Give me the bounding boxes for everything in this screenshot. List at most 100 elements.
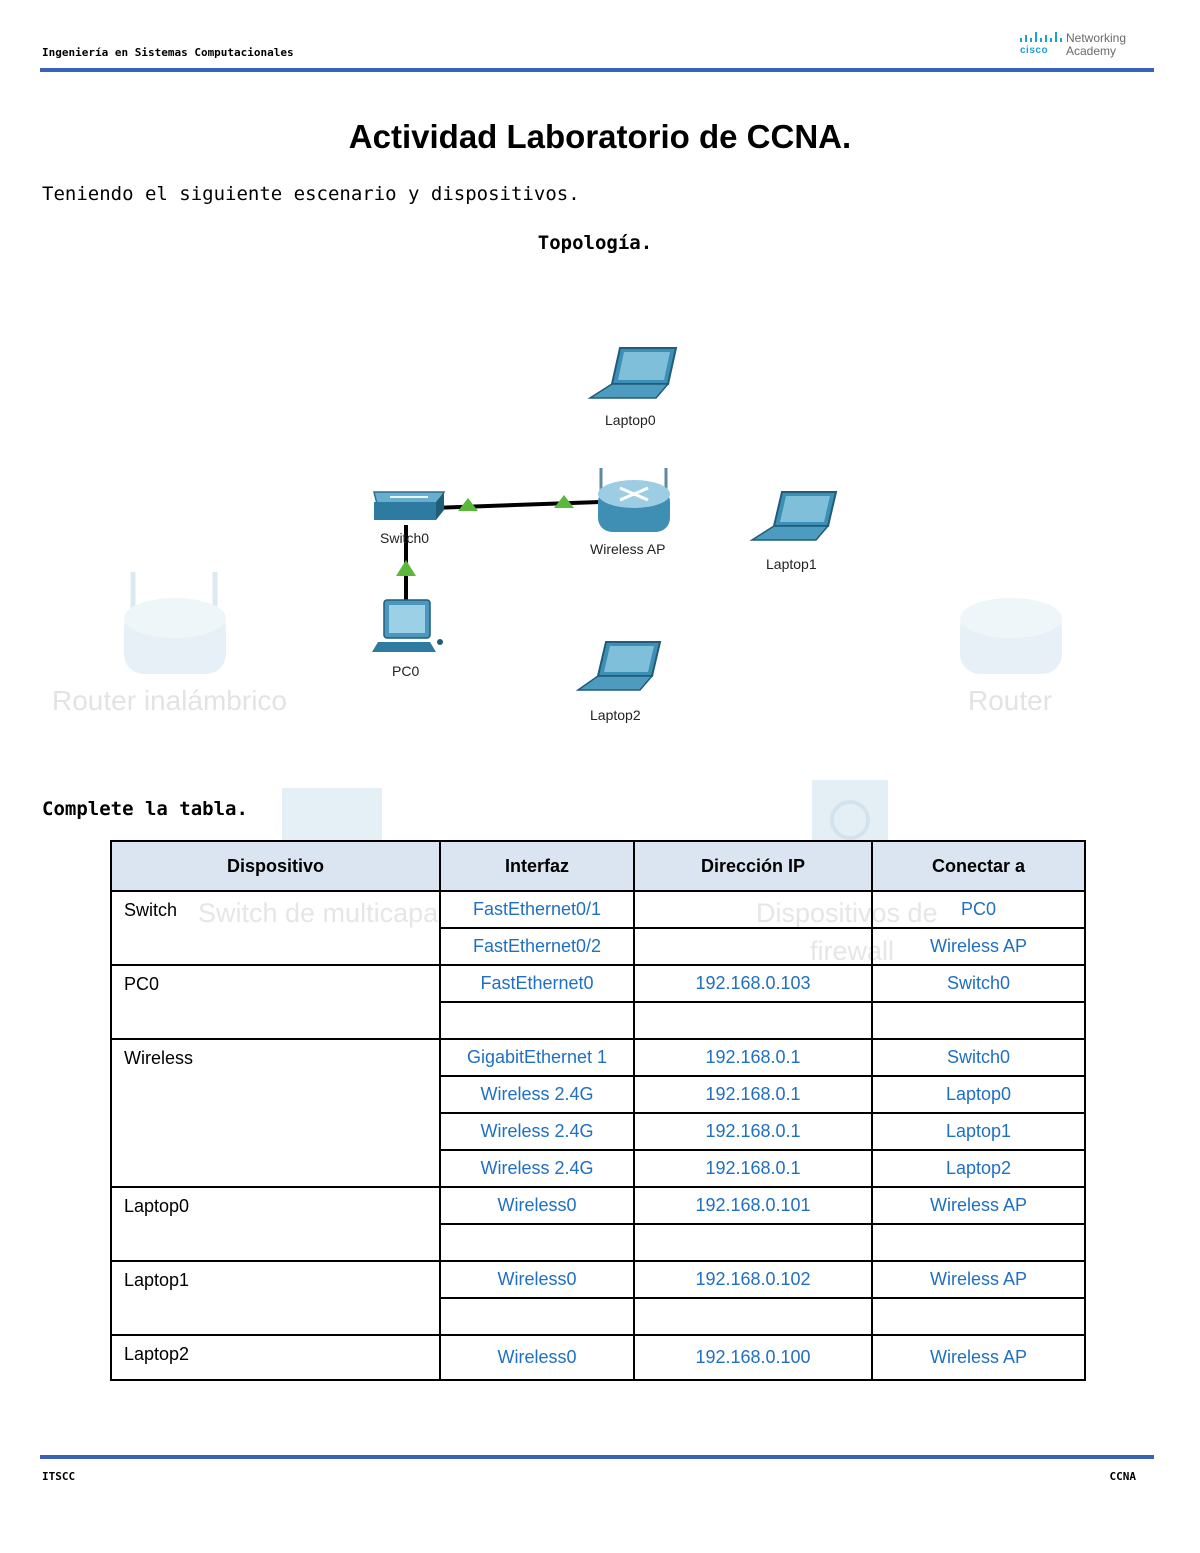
ghost-router-icon (960, 598, 1062, 674)
logo-brand: cisco (1020, 45, 1049, 56)
label-laptop2: Laptop2 (590, 707, 641, 723)
header-rule (40, 68, 1154, 72)
interface-cell: Wireless 2.4G (439, 1075, 635, 1114)
table-row: Wireless 2.4G 192.168.0.1 Laptop0 (111, 1075, 1086, 1114)
table-row: Wireless 2.4G 192.168.0.1 Laptop2 (111, 1149, 1086, 1188)
topology-heading: Topología. (537, 232, 653, 254)
table-row: Wireless 2.4G 192.168.0.1 Laptop1 (111, 1112, 1086, 1151)
connect-cell: Wireless AP (871, 1186, 1086, 1225)
ghost-firewall-icon (812, 780, 888, 840)
interface-cell (439, 1001, 635, 1040)
ghost-label-wireless-router: Router inalámbrico (52, 685, 287, 716)
table-header-row: Dispositivo Interfaz Dirección IP Conect… (110, 840, 1086, 892)
connect-cell (871, 1001, 1086, 1040)
addressing-table: Dispositivo Interfaz Dirección IP Conect… (110, 840, 1086, 1381)
intro-text: Teniendo el siguiente escenario y dispos… (42, 183, 580, 205)
ip-cell: 192.168.0.1 (633, 1112, 873, 1151)
col-header-device: Dispositivo (110, 840, 441, 892)
table-row (111, 1001, 1086, 1040)
ip-cell (633, 890, 873, 929)
connect-cell: Switch0 (871, 964, 1086, 1003)
footer-institution: ITSCC (42, 1470, 76, 1483)
link-status-icon (554, 495, 574, 508)
ip-cell (633, 1297, 873, 1336)
table-row: PC0 FastEthernet0 192.168.0.103 Switch0 (110, 964, 1086, 1040)
interface-cell: Wireless 2.4G (439, 1112, 635, 1151)
ip-cell: 192.168.0.102 (633, 1260, 873, 1299)
col-header-ip: Dirección IP (633, 840, 873, 892)
table-row (111, 1297, 1086, 1336)
connect-cell: Laptop0 (871, 1075, 1086, 1114)
footer-course: CCNA (1109, 1470, 1137, 1483)
cisco-networking-academy-logo: cisco Networking Academy (1018, 30, 1138, 60)
device-cell: PC0 (110, 964, 441, 1040)
page-title: Actividad Laboratorio de CCNA. (348, 118, 852, 155)
connect-cell (871, 1297, 1086, 1336)
pc0-icon (372, 599, 443, 652)
table-row: Laptop2 Wireless0 192.168.0.100 Wireless… (110, 1334, 1086, 1381)
ip-cell: 192.168.0.1 (633, 1075, 873, 1114)
link-switch-ap (431, 500, 601, 510)
connect-cell: PC0 (871, 890, 1086, 929)
connect-cell (871, 1223, 1086, 1262)
ip-cell (633, 1001, 873, 1040)
logo-line-2: Academy (1066, 44, 1117, 58)
device-cell: Switch (110, 890, 441, 966)
table-row: Laptop0 Wireless0 192.168.0.101 Wireless… (110, 1186, 1086, 1262)
device-cell: Wireless (110, 1038, 441, 1188)
label-laptop1: Laptop1 (766, 556, 817, 572)
ip-cell: 192.168.0.103 (633, 964, 873, 1003)
ip-cell: 192.168.0.1 (633, 1038, 873, 1077)
header-department: Ingeniería en Sistemas Computacionales (42, 46, 294, 59)
footer-rule (40, 1455, 1154, 1459)
interface-cell: Wireless 2.4G (439, 1149, 635, 1188)
interface-cell (439, 1223, 635, 1262)
connect-cell: Switch0 (871, 1038, 1086, 1077)
label-wireless-ap: Wireless AP (590, 541, 665, 557)
interface-cell: Wireless0 (439, 1260, 635, 1299)
switch0-icon (373, 491, 446, 520)
laptop1-icon (749, 491, 838, 541)
device-cell: Laptop0 (110, 1186, 441, 1262)
interface-cell: GigabitEthernet 1 (439, 1038, 635, 1077)
interface-cell: Wireless0 (439, 1334, 635, 1381)
col-header-interface: Interfaz (439, 840, 635, 892)
laptop2-icon (575, 641, 662, 691)
cisco-bars-icon (1020, 32, 1062, 42)
ghost-wireless-router-icon (124, 572, 226, 674)
ip-cell: 192.168.0.101 (633, 1186, 873, 1225)
ip-cell (633, 927, 873, 966)
ip-cell (633, 1223, 873, 1262)
ip-cell: 192.168.0.1 (633, 1149, 873, 1188)
complete-table-label: Complete la tabla. (42, 798, 248, 820)
device-cell: Laptop1 (110, 1260, 441, 1336)
label-switch0: Switch0 (380, 530, 429, 546)
interface-cell: FastEthernet0/1 (439, 890, 635, 929)
laptop0-icon (587, 347, 678, 399)
link-status-icon (458, 498, 478, 511)
connect-cell: Wireless AP (871, 927, 1086, 966)
table-row: FastEthernet0/2 Wireless AP (111, 927, 1086, 966)
table-row: Switch FastEthernet0/1 PC0 (110, 890, 1086, 966)
connect-cell: Laptop2 (871, 1149, 1086, 1188)
connect-cell: Wireless AP (871, 1334, 1086, 1381)
wireless-ap-icon (598, 468, 670, 532)
label-pc0: PC0 (392, 663, 419, 679)
label-laptop0: Laptop0 (605, 412, 656, 428)
connect-cell: Laptop1 (871, 1112, 1086, 1151)
ghost-multilayer-switch-icon (282, 788, 382, 840)
table-row: Wireless GigabitEthernet 1 192.168.0.1 S… (110, 1038, 1086, 1188)
ghost-label-router: Router (968, 685, 1052, 716)
connect-cell: Wireless AP (871, 1260, 1086, 1299)
table-row: Laptop1 Wireless0 192.168.0.102 Wireless… (110, 1260, 1086, 1336)
device-cell: Laptop2 (110, 1334, 441, 1381)
interface-cell: Wireless0 (439, 1186, 635, 1225)
link-status-icon (396, 560, 416, 576)
interface-cell (439, 1297, 635, 1336)
ip-cell: 192.168.0.100 (633, 1334, 873, 1381)
topology-diagram: Router inalámbrico Router Laptop0 Laptop… (52, 347, 1062, 840)
interface-cell: FastEthernet0 (439, 964, 635, 1003)
col-header-connect: Conectar a (871, 840, 1086, 892)
interface-cell: FastEthernet0/2 (439, 927, 635, 966)
table-row (111, 1223, 1086, 1262)
